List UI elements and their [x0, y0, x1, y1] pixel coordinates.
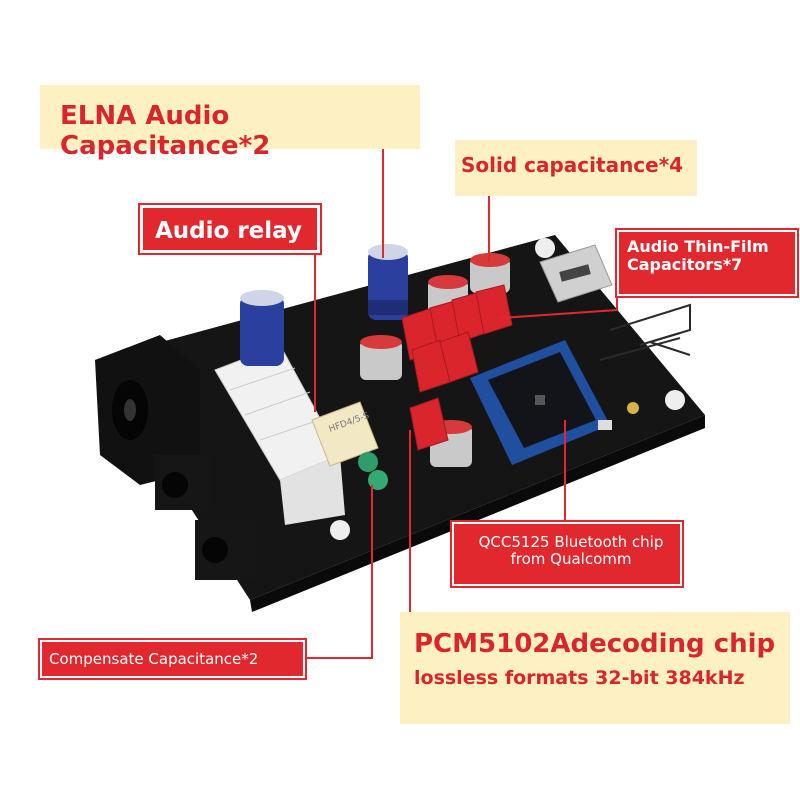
label-solid-capacitance: Solid capacitance*4 [455, 140, 697, 196]
solid-capacitor [360, 335, 402, 380]
pcb-edge [250, 415, 705, 612]
label-compensate-text: Compensate Capacitance*2 [49, 650, 259, 668]
elna-capacitor [240, 290, 284, 366]
label-audio-relay: Audio relay [138, 203, 322, 255]
audio-relay-component: HFD4/5-S [311, 401, 379, 467]
audio-jack-2 [195, 520, 255, 580]
dc-power-jack [95, 335, 200, 485]
compensate-cap [358, 452, 378, 472]
label-bluetooth-chip: QCC5125 Bluetooth chip from Qualcomm [450, 520, 684, 588]
mount-hole [665, 390, 685, 410]
film-capacitor [475, 284, 513, 335]
antenna-connector [627, 402, 639, 414]
label-pcm-decoding: PCM5102Adecoding chip lossless formats 3… [400, 612, 790, 724]
mount-hole [330, 520, 350, 540]
reset-button [598, 420, 612, 430]
label-bluetooth-line2: from Qualcomm [510, 550, 632, 569]
label-thin-film: Audio Thin-Film Capacitors*7 [615, 228, 799, 298]
label-relay-text: Audio relay [155, 218, 302, 244]
label-compensate-capacitance: Compensate Capacitance*2 [38, 638, 307, 680]
label-solid-text: Solid capacitance*4 [461, 153, 684, 177]
terminal-block [214, 344, 345, 525]
pcb-traces [599, 303, 691, 361]
label-thin-film-line1: Audio Thin-Film [627, 237, 769, 256]
label-elna-text: ELNA Audio Capacitance*2 [60, 101, 271, 161]
label-elna-capacitance: ELNA Audio Capacitance*2 [40, 85, 420, 161]
film-capacitor [409, 397, 449, 451]
film-capacitors [401, 284, 513, 451]
usb-c-connector [539, 244, 613, 303]
leader-lines [305, 148, 618, 659]
label-thin-film-line2: Capacitors*7 [627, 255, 743, 275]
bluetooth-module [470, 340, 610, 465]
label-bluetooth-line1: QCC5125 Bluetooth chip [478, 533, 664, 551]
elna-capacitor [368, 244, 408, 320]
label-pcm-line1: PCM5102Adecoding chip [414, 629, 776, 659]
film-capacitor [439, 331, 479, 383]
mount-hole [535, 238, 555, 258]
label-pcm-line2: lossless formats 32-bit 384kHz [414, 666, 745, 689]
audio-jack-1 [155, 455, 210, 510]
